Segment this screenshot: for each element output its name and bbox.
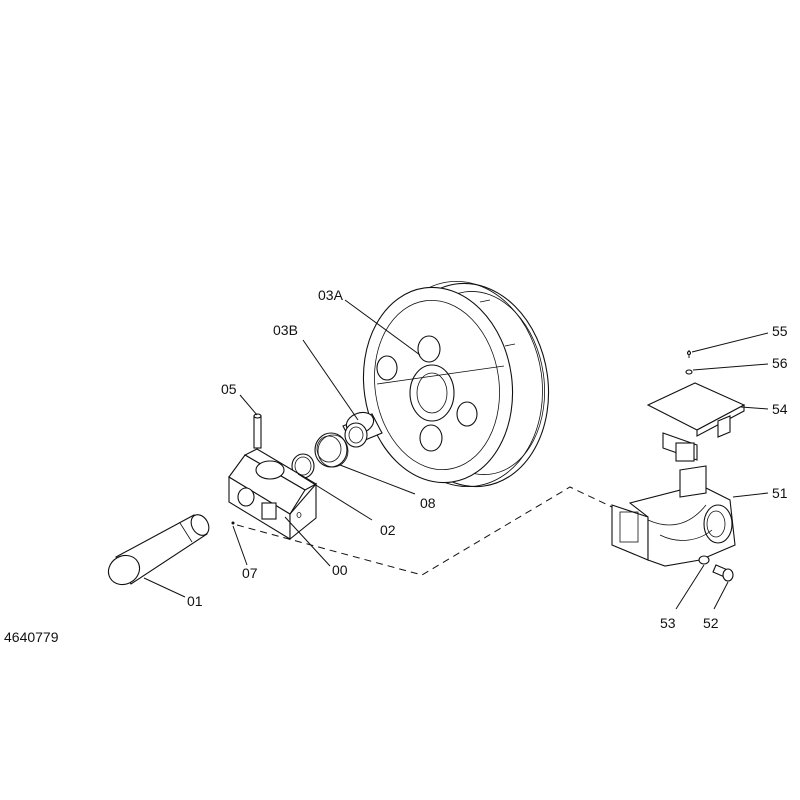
callout-53: 53 xyxy=(660,615,676,631)
callout-07: 07 xyxy=(242,565,258,581)
washer xyxy=(685,369,693,375)
callout-52: 52 xyxy=(703,615,719,631)
callout-03a: 03A xyxy=(318,287,344,303)
callout-05: 05 xyxy=(221,381,237,397)
bolt xyxy=(712,564,734,582)
idler-wheel xyxy=(362,280,550,488)
callout-01: 01 xyxy=(187,593,203,609)
screw-55 xyxy=(686,350,692,358)
callout-labels: 03A 03B 05 08 02 00 07 01 55 56 54 51 53… xyxy=(4,287,788,645)
shaft xyxy=(107,514,210,586)
seal-ring xyxy=(314,432,349,468)
center-line xyxy=(236,486,613,576)
callout-08: 08 xyxy=(420,495,436,511)
callout-56: 56 xyxy=(772,355,788,371)
bracket-block xyxy=(228,448,318,541)
cover-plate xyxy=(646,382,746,462)
callout-55: 55 xyxy=(772,323,788,339)
pin xyxy=(253,413,262,449)
drawing-number: 4640779 xyxy=(4,629,59,645)
callout-03b: 03B xyxy=(273,322,298,338)
small-washer xyxy=(698,555,710,565)
callout-51: 51 xyxy=(772,485,788,501)
housing xyxy=(611,465,736,567)
detail-07-marker xyxy=(231,521,235,525)
o-ring xyxy=(291,453,315,479)
leader-lines xyxy=(143,299,769,610)
callout-00: 00 xyxy=(332,562,348,578)
callout-54: 54 xyxy=(772,401,788,417)
callout-02: 02 xyxy=(380,522,396,538)
bushing xyxy=(342,411,383,448)
